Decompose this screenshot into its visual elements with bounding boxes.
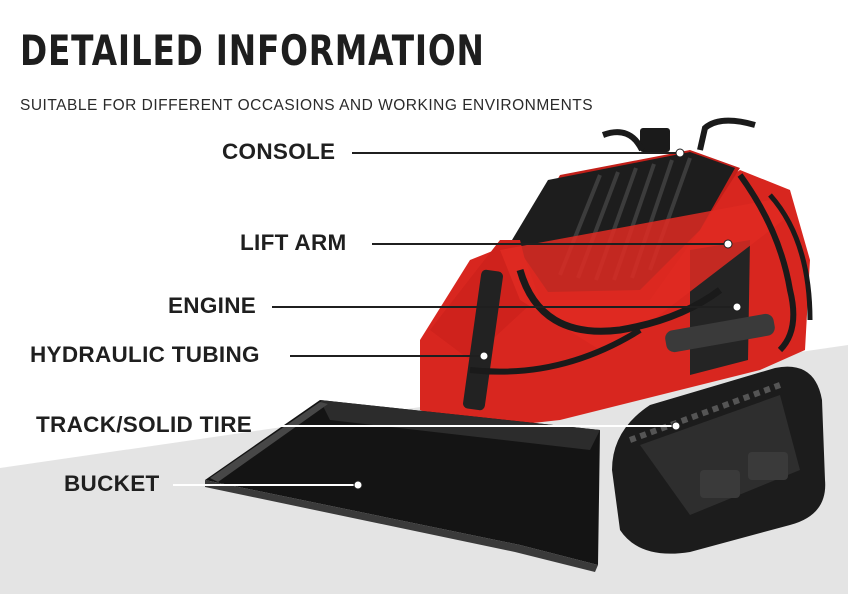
bucket-shape [205, 400, 600, 572]
track-shape [612, 366, 826, 554]
callout-hydraulic-tubing: HYDRAULIC TUBING [30, 342, 260, 367]
body-shape [420, 117, 813, 430]
callout-console: CONSOLE [222, 139, 336, 164]
callout-lift-arm: LIFT ARM [240, 230, 347, 255]
callout-engine: ENGINE [168, 293, 257, 318]
callout-bucket: BUCKET [64, 471, 160, 496]
page-title: DETAILED INFORMATION [20, 26, 485, 75]
page-subtitle: SUITABLE FOR DIFFERENT OCCASIONS AND WOR… [20, 97, 594, 114]
callout-track-solid-tire: TRACK/SOLID TIRE [36, 412, 253, 437]
